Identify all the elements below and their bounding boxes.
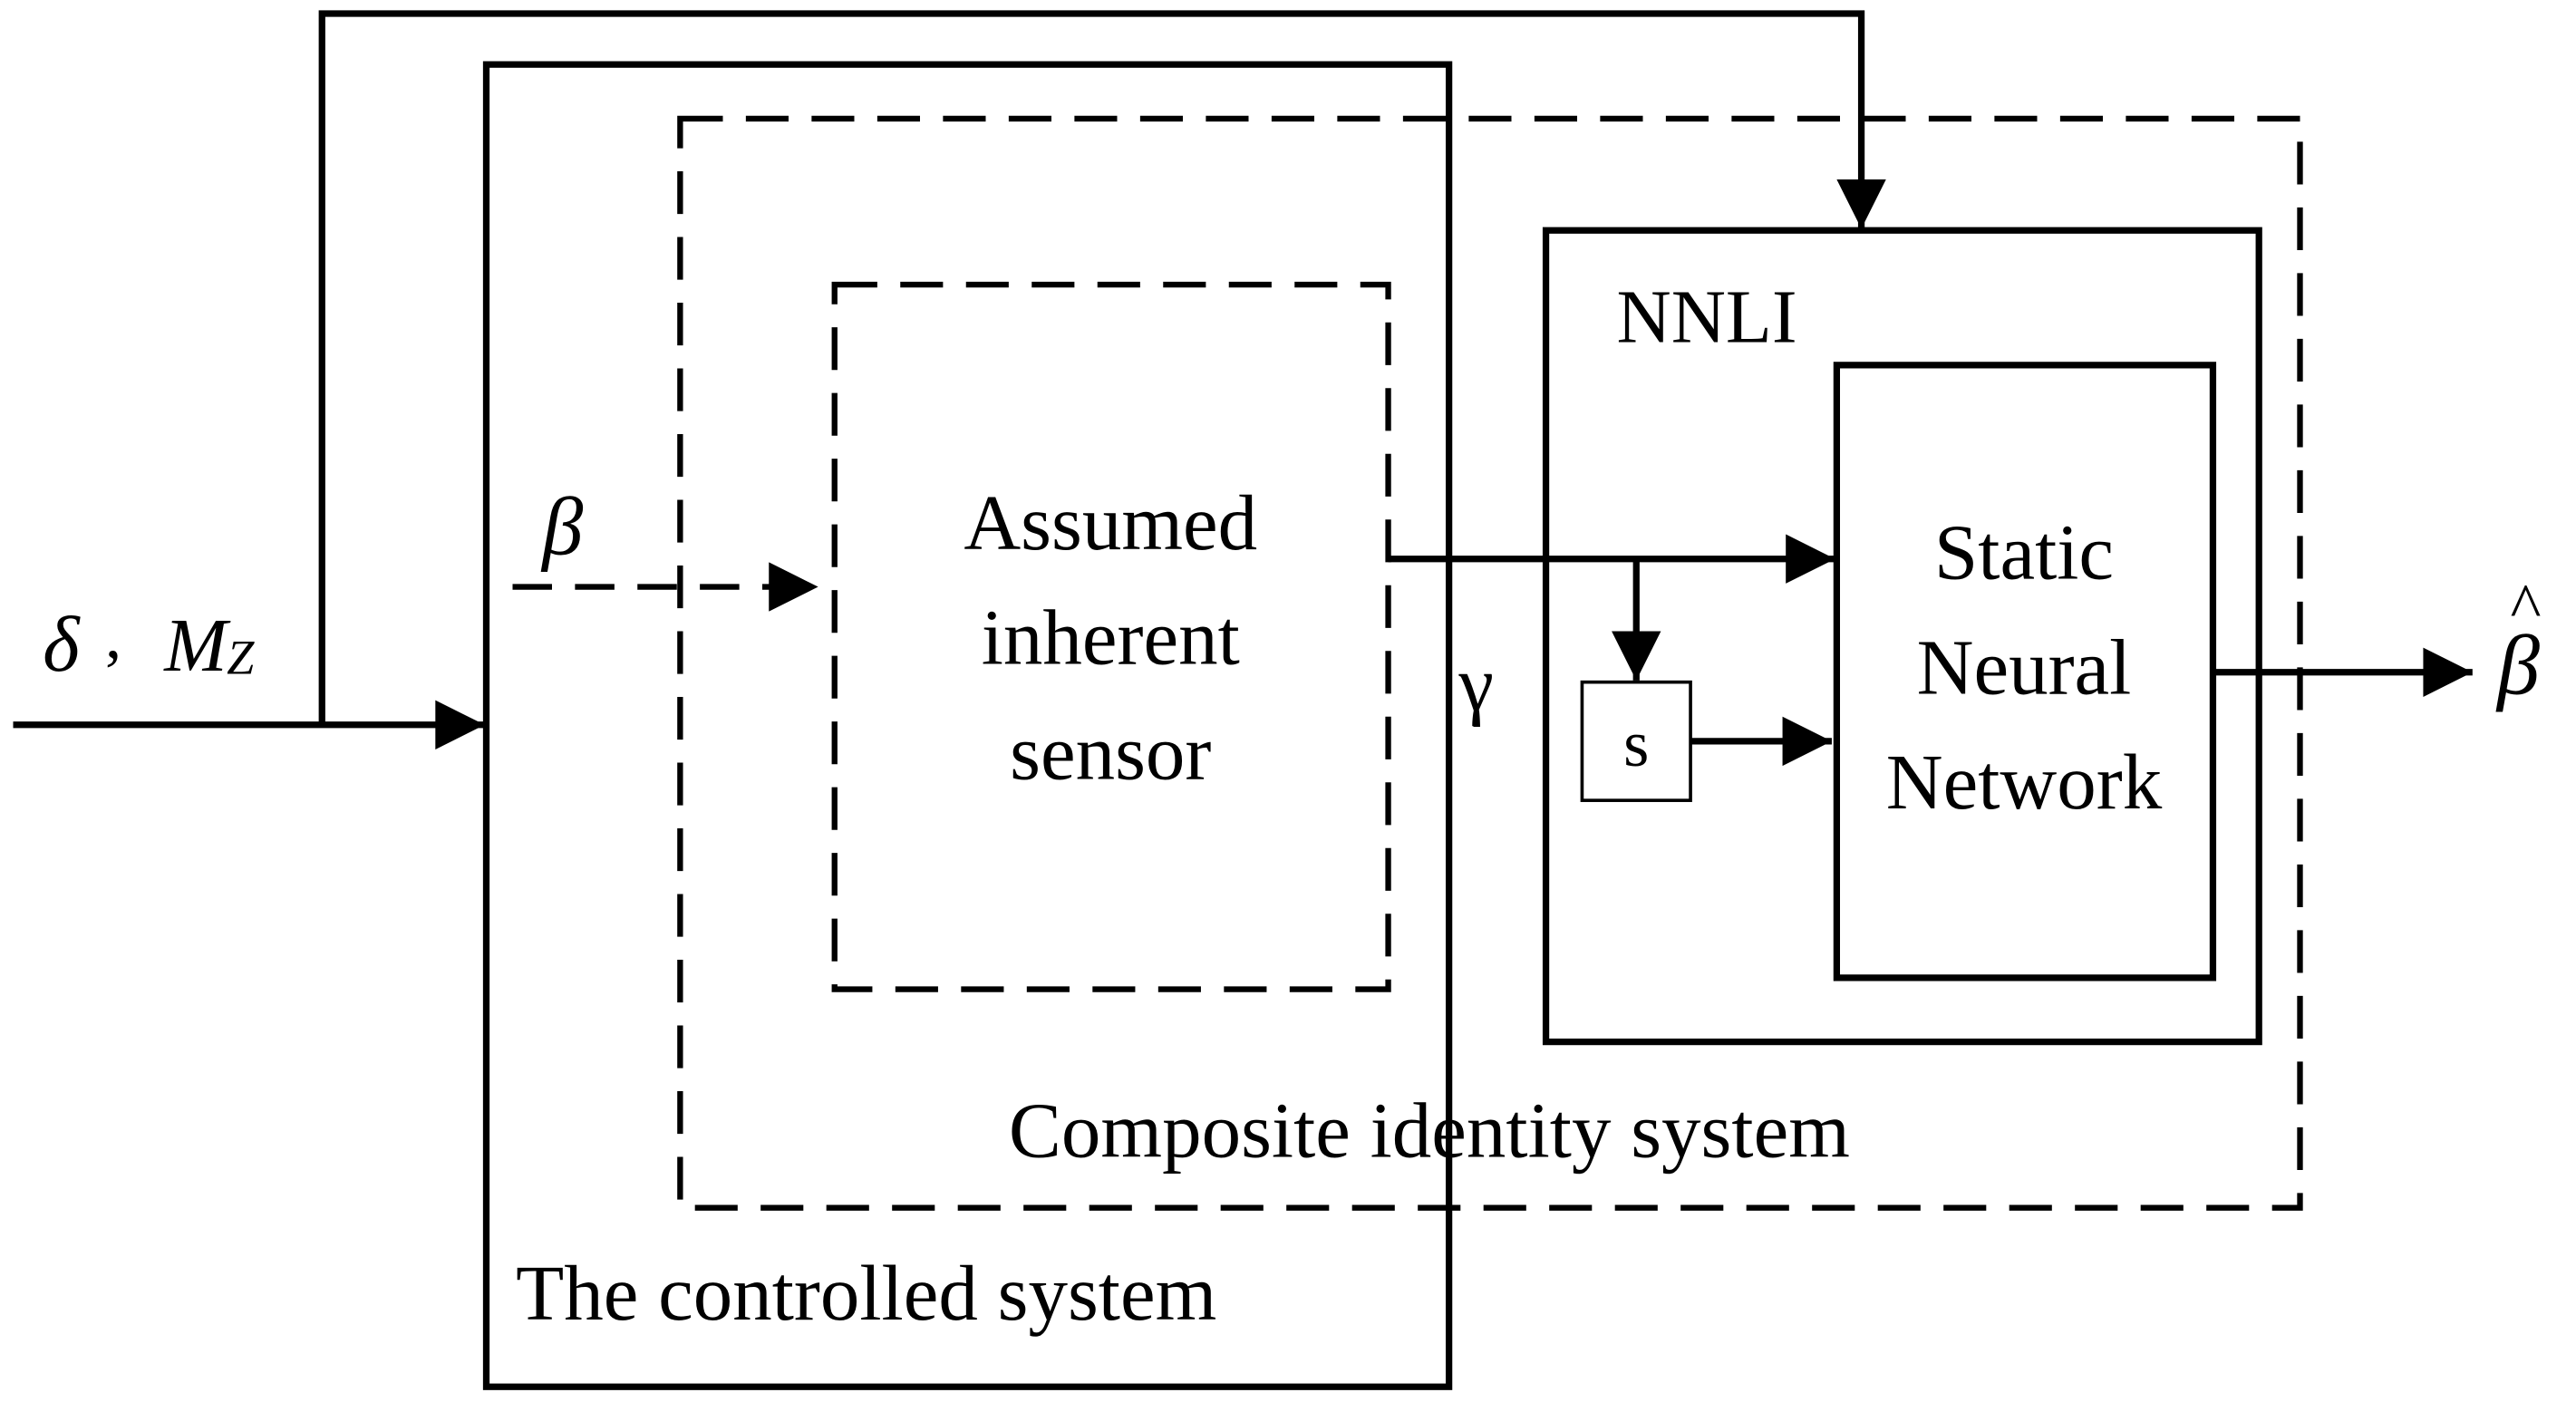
- sensor-label-line2: inherent: [982, 594, 1240, 682]
- delta-label: δ: [43, 600, 81, 688]
- nnli-label: NNLI: [1617, 276, 1797, 359]
- hat-accent: ^: [2511, 569, 2542, 643]
- feedforward-path: [318, 10, 1886, 725]
- nnli-box: [1542, 227, 2262, 1046]
- gamma-label: γ: [1458, 639, 1494, 727]
- sensor-label-line3: sensor: [1010, 709, 1211, 797]
- s-block-label: s: [1623, 707, 1649, 780]
- controlled-system-box: [482, 61, 1453, 1390]
- beta-input-label: β: [540, 480, 583, 572]
- sensor-dashed-box: [831, 281, 1391, 992]
- controlled-system-label: The controlled system: [516, 1249, 1216, 1337]
- mz-subscript: Z: [227, 631, 255, 685]
- mz-label: M: [163, 604, 231, 688]
- beta-hat-label: β: [2495, 618, 2540, 712]
- sensor-label-line1: Assumed: [964, 479, 1257, 566]
- composite-system-label: Composite identity system: [1009, 1086, 1850, 1174]
- composite-system-dashed-box: [677, 115, 2303, 1211]
- snn-label-line1: Static: [1934, 508, 2114, 595]
- snn-label-line2: Neural: [1917, 623, 2132, 711]
- snn-label-line3: Network: [1886, 738, 2163, 826]
- separator-label: ,: [105, 598, 121, 672]
